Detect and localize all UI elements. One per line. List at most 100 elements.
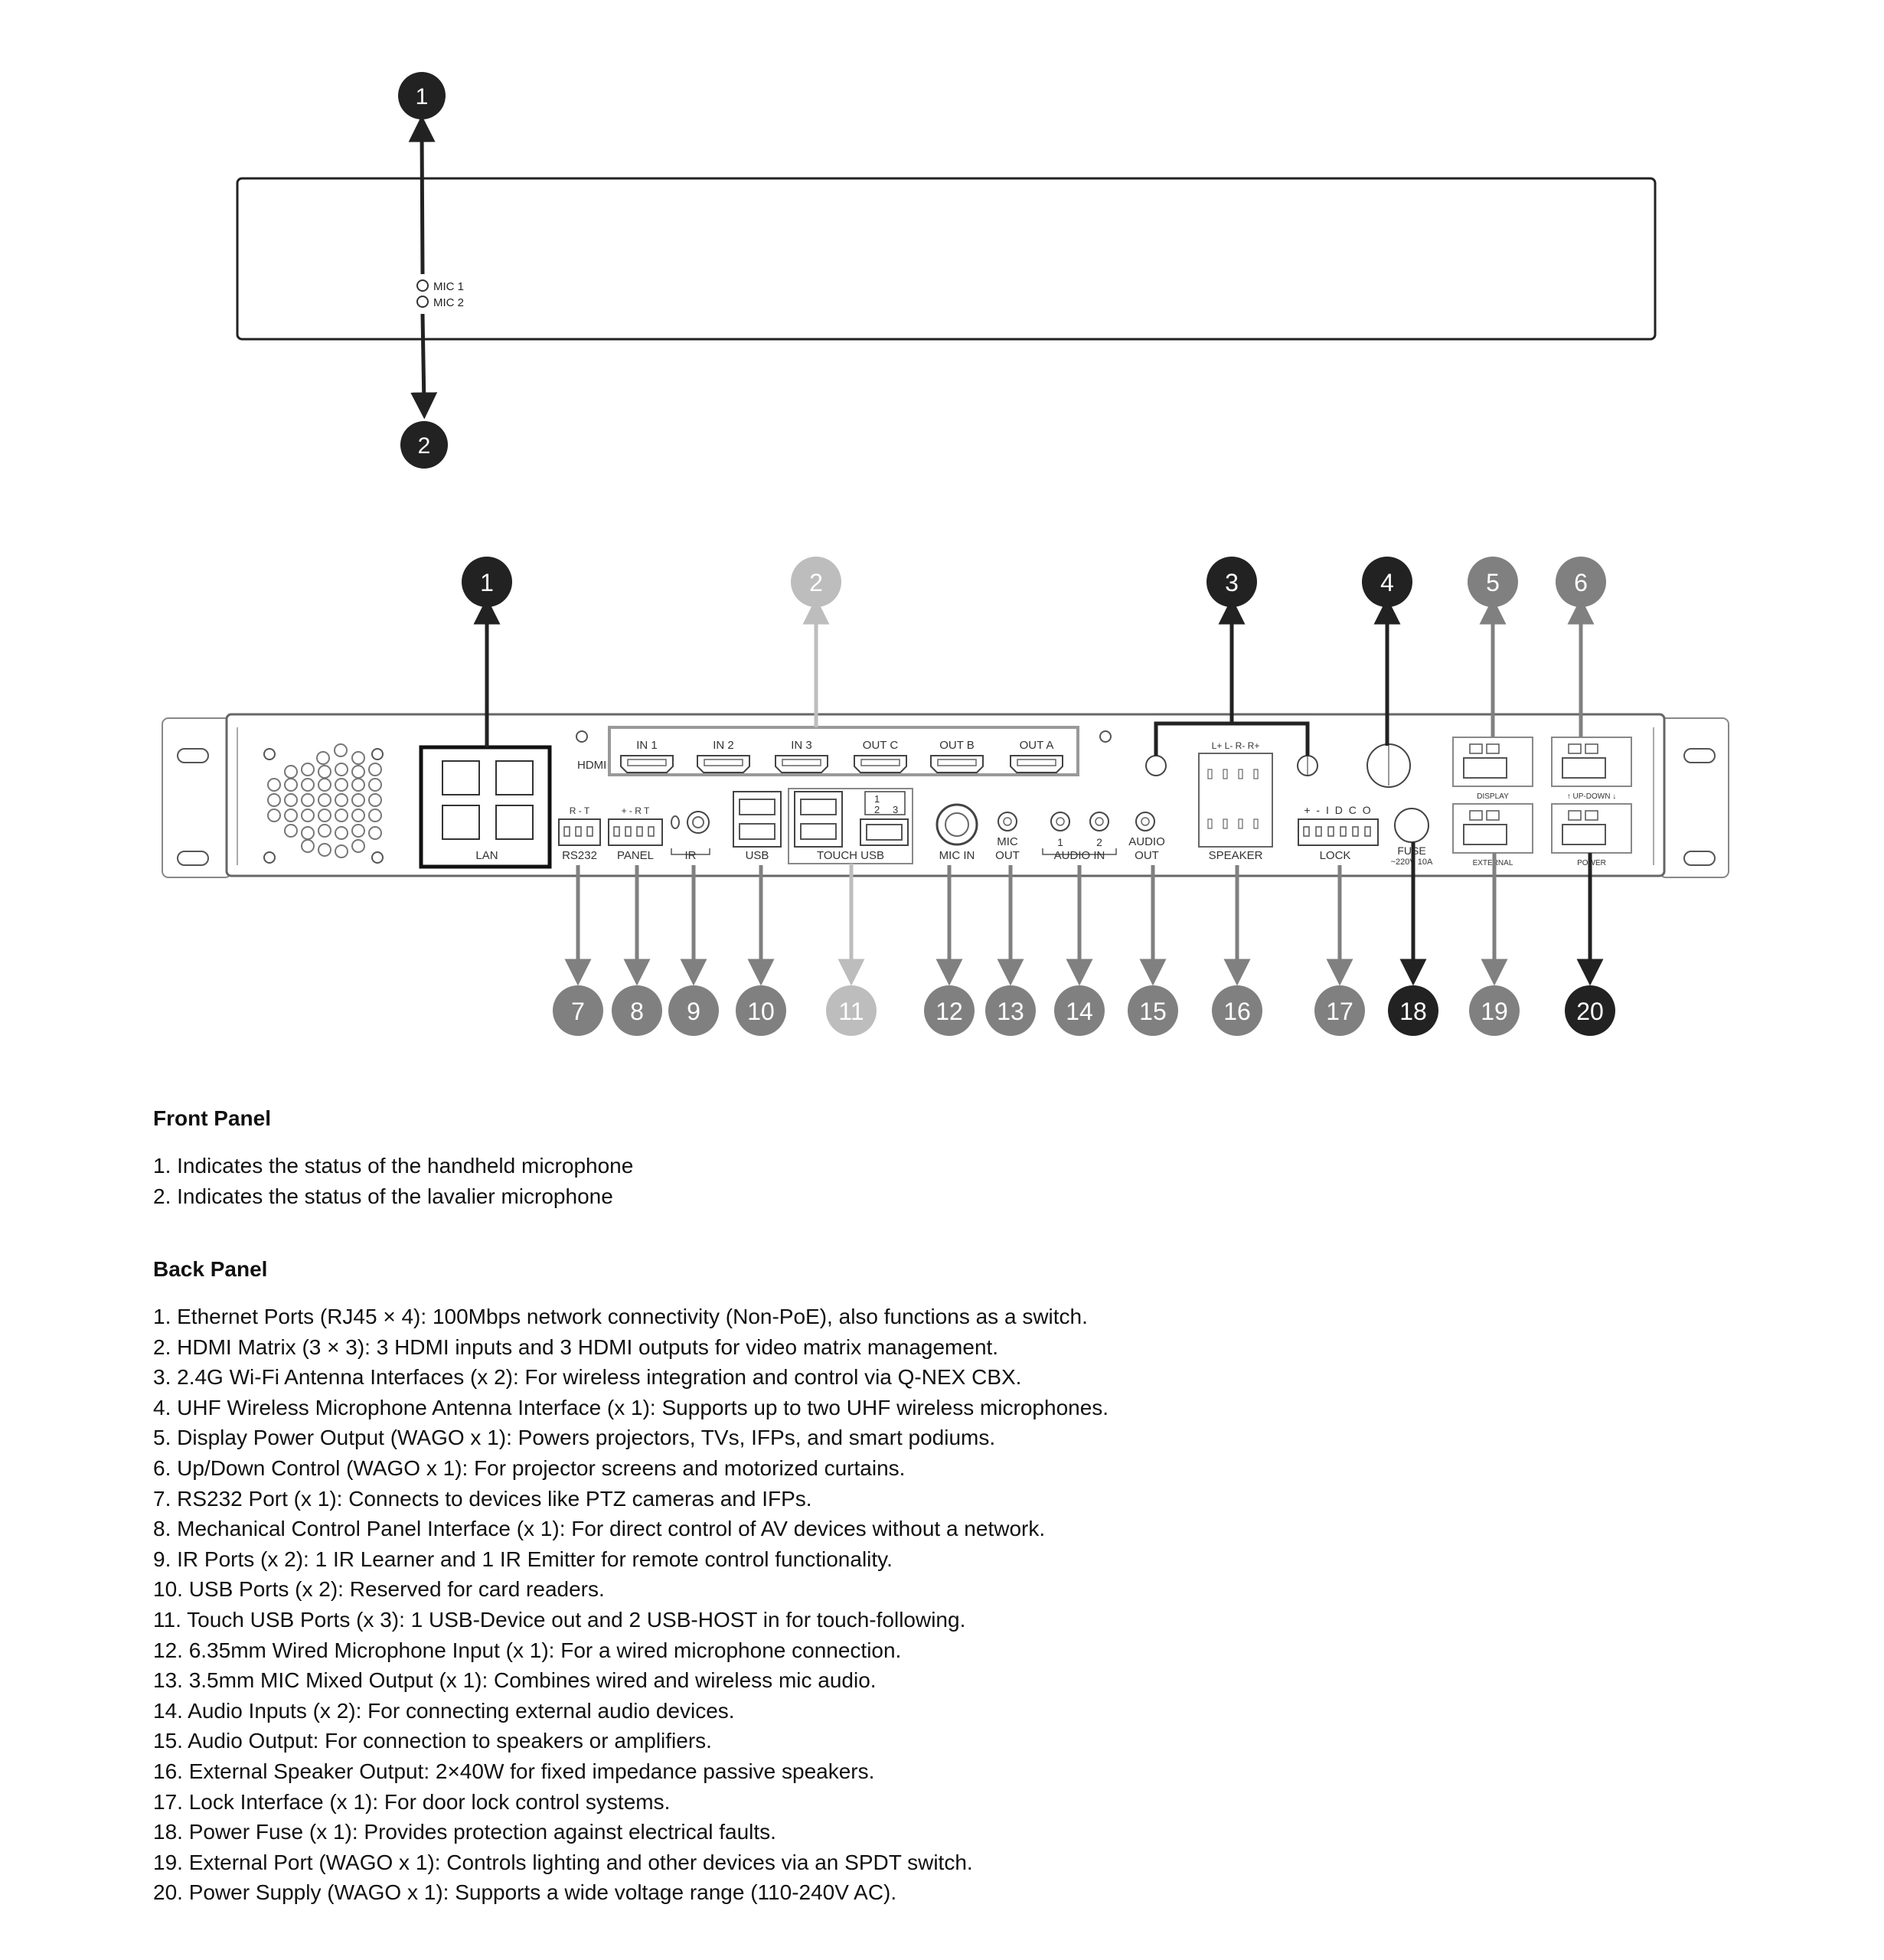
svg-text:USB: USB bbox=[746, 849, 769, 862]
control-panel-port[interactable]: + - R T PANEL bbox=[608, 805, 663, 862]
svg-text:IN 3: IN 3 bbox=[791, 739, 812, 752]
list-item: 7. RS232 Port (x 1): Connects to devices… bbox=[153, 1486, 812, 1511]
front-panel-chassis bbox=[236, 177, 1657, 341]
list-item: 9. IR Ports (x 2): 1 IR Learner and 1 IR… bbox=[153, 1547, 893, 1571]
uhf-antenna-icon[interactable] bbox=[1366, 743, 1411, 788]
back-callout-2: 2 bbox=[791, 557, 841, 607]
back-callout-3: 3 bbox=[1206, 557, 1257, 607]
svg-text:1: 1 bbox=[416, 84, 429, 109]
back-callout-20: 20 bbox=[1565, 985, 1615, 1036]
svg-text:5: 5 bbox=[1486, 569, 1500, 596]
hdmi-port-in3[interactable]: IN 3 bbox=[775, 739, 828, 773]
hdmi-port-out-b[interactable]: OUT B bbox=[930, 739, 984, 773]
rs232-port[interactable]: R - T RS232 bbox=[558, 805, 601, 862]
svg-text:3: 3 bbox=[1225, 569, 1239, 596]
front-panel-legend: Front Panel 1. Indicates the status of t… bbox=[153, 1106, 1761, 1211]
list-item: 16. External Speaker Output: 2×40W for f… bbox=[153, 1759, 875, 1783]
mic-in-port[interactable]: MIC IN bbox=[935, 803, 978, 862]
svg-text:7: 7 bbox=[571, 998, 585, 1025]
list-item: 2. HDMI Matrix (3 × 3): 3 HDMI inputs an… bbox=[153, 1334, 999, 1359]
back-callout-8: 8 bbox=[612, 985, 662, 1036]
back-panel: LAN HDMI IN 1 IN 2 IN 3 OUT C OUT B bbox=[162, 713, 1729, 878]
speaker-output[interactable]: L+ L- R- R+ SPEAKER bbox=[1198, 740, 1273, 862]
svg-text:RS232: RS232 bbox=[562, 849, 597, 862]
svg-text:2: 2 bbox=[809, 569, 823, 596]
ir-ports[interactable]: IR bbox=[671, 811, 710, 862]
svg-text:OUT B: OUT B bbox=[939, 739, 975, 752]
front-panel: MIC 1 MIC 2 1 2 bbox=[236, 72, 1657, 469]
audio-out-port[interactable]: AUDIO OUT bbox=[1128, 812, 1165, 862]
svg-text:1: 1 bbox=[874, 793, 880, 805]
list-item: 11. Touch USB Ports (x 3): 1 USB-Device … bbox=[153, 1607, 966, 1632]
back-callout-18: 18 bbox=[1388, 985, 1438, 1036]
mic1-label: MIC 1 bbox=[433, 280, 464, 293]
svg-text:18: 18 bbox=[1399, 998, 1427, 1025]
hdmi-port-out-c[interactable]: OUT C bbox=[854, 739, 907, 773]
audio-in-ports[interactable]: 1 2 AUDIO IN bbox=[1042, 812, 1117, 862]
svg-text:AUDIO IN: AUDIO IN bbox=[1054, 849, 1105, 862]
list-item: 6. Up/Down Control (WAGO x 1): For proje… bbox=[153, 1455, 906, 1480]
svg-text:10: 10 bbox=[747, 998, 775, 1025]
front-callout-2-arrow bbox=[410, 313, 438, 420]
back-panel-heading: Back Panel bbox=[153, 1257, 268, 1281]
hdmi-port-out-a[interactable]: OUT A bbox=[1010, 739, 1063, 773]
svg-text:+ - I D C O: + - I D C O bbox=[1304, 804, 1372, 816]
list-item: 12. 6.35mm Wired Microphone Input (x 1):… bbox=[153, 1638, 902, 1662]
touch-usb-ports[interactable]: 1 2 3 TOUCH USB bbox=[788, 788, 913, 864]
svg-text:L+ L- R- R+: L+ L- R- R+ bbox=[1212, 740, 1260, 751]
fuse-holder[interactable]: FUSE ~220V 10A bbox=[1391, 808, 1433, 867]
back-panel-list: 1. Ethernet Ports (RJ45 × 4): 100Mbps ne… bbox=[153, 1302, 1761, 1908]
lock-port[interactable]: + - I D C O LOCK bbox=[1298, 804, 1379, 862]
svg-text:1: 1 bbox=[1057, 836, 1063, 848]
wifi-antenna-left-icon[interactable] bbox=[1145, 755, 1167, 776]
wago-display-port[interactable]: DISPLAY bbox=[1452, 737, 1533, 801]
back-callout-11: 11 bbox=[826, 985, 877, 1036]
list-item: 10. USB Ports (x 2): Reserved for card r… bbox=[153, 1577, 605, 1602]
svg-text:17: 17 bbox=[1326, 998, 1353, 1025]
svg-text:OUT A: OUT A bbox=[1020, 739, 1054, 752]
screw-icon bbox=[1099, 730, 1112, 743]
mic2-label: MIC 2 bbox=[433, 296, 464, 309]
svg-text:2: 2 bbox=[1096, 836, 1102, 848]
svg-text:16: 16 bbox=[1223, 998, 1251, 1025]
svg-text:DISPLAY: DISPLAY bbox=[1477, 792, 1509, 801]
svg-text:1: 1 bbox=[480, 569, 494, 596]
back-callout-1: 1 bbox=[462, 557, 512, 607]
lan-ports[interactable]: LAN bbox=[419, 745, 552, 869]
rack-hole-icon bbox=[177, 851, 209, 866]
svg-text:15: 15 bbox=[1139, 998, 1167, 1025]
front-panel-list: 1. Indicates the status of the handheld … bbox=[153, 1151, 1761, 1211]
list-item: 13. 3.5mm MIC Mixed Output (x 1): Combin… bbox=[153, 1668, 877, 1693]
list-item: 17. Lock Interface (x 1): For door lock … bbox=[153, 1789, 671, 1814]
back-callout-15: 15 bbox=[1128, 985, 1178, 1036]
list-item: 3. 2.4G Wi-Fi Antenna Interfaces (x 2): … bbox=[153, 1365, 1022, 1390]
mic-out-port[interactable]: MIC OUT bbox=[995, 812, 1020, 862]
back-callout-4: 4 bbox=[1362, 557, 1412, 607]
hdmi-group-label: HDMI bbox=[577, 759, 606, 772]
back-callout-arrows bbox=[473, 597, 1604, 986]
svg-text:AUDIO: AUDIO bbox=[1128, 835, 1165, 848]
hdmi-port-in1[interactable]: IN 1 bbox=[620, 739, 674, 773]
hdmi-group-frame bbox=[608, 726, 1079, 776]
list-item: 2. Indicates the status of the lavalier … bbox=[153, 1184, 613, 1208]
svg-text:OUT: OUT bbox=[995, 849, 1020, 862]
list-item: 1. Indicates the status of the handheld … bbox=[153, 1154, 634, 1178]
back-callout-7: 7 bbox=[553, 985, 603, 1036]
screw-icon bbox=[263, 851, 276, 864]
svg-text:OUT: OUT bbox=[1135, 849, 1159, 862]
mic2-led-icon bbox=[416, 296, 429, 308]
usb-ports[interactable]: USB bbox=[733, 791, 782, 862]
back-callout-10: 10 bbox=[736, 985, 786, 1036]
svg-text:6: 6 bbox=[1574, 569, 1588, 596]
svg-text:12: 12 bbox=[935, 998, 963, 1025]
hdmi-port-in2[interactable]: IN 2 bbox=[697, 739, 750, 773]
back-callout-6: 6 bbox=[1556, 557, 1606, 607]
back-callout-13: 13 bbox=[985, 985, 1036, 1036]
right-rack-ear bbox=[1659, 717, 1729, 878]
screw-icon bbox=[371, 851, 384, 864]
wago-up-down-port[interactable]: ↑ UP-DOWN ↓ bbox=[1551, 737, 1632, 801]
screw-icon bbox=[576, 730, 588, 743]
list-item: 4. UHF Wireless Microphone Antenna Inter… bbox=[153, 1395, 1109, 1419]
device-panel-diagram: MIC 1 MIC 2 1 2 bbox=[162, 72, 1729, 1036]
rack-hole-icon bbox=[1683, 851, 1716, 866]
